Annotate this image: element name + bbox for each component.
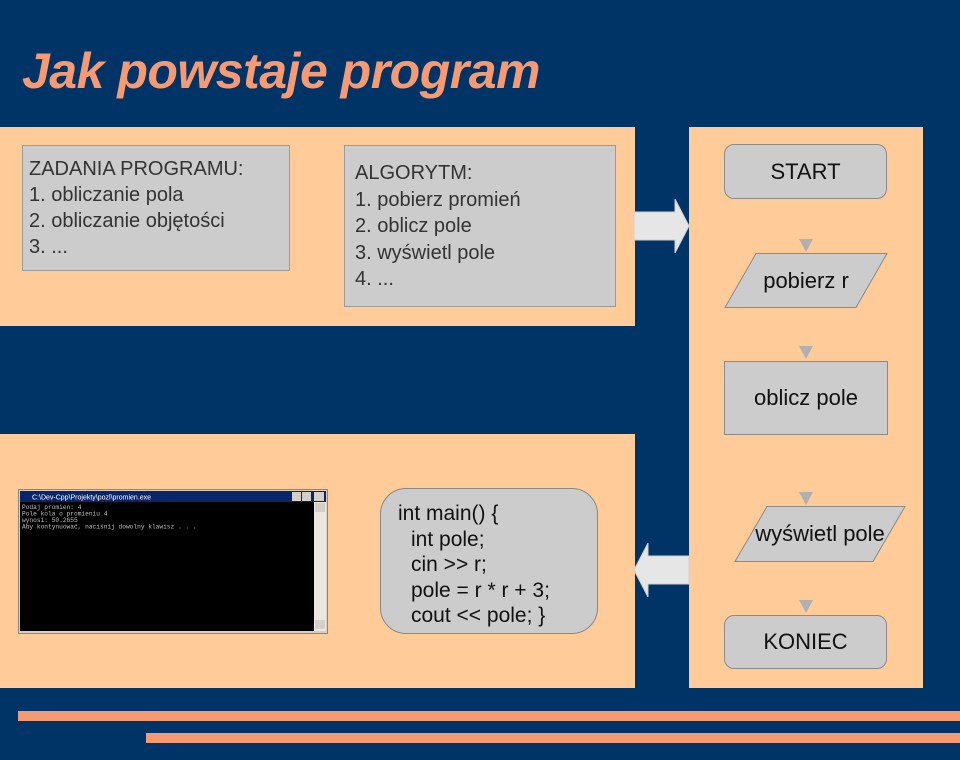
flowchart-input-label: pobierz r <box>763 267 849 293</box>
flowchart-start-label: START <box>770 158 841 184</box>
algorithm-item: 4. ... <box>355 268 394 290</box>
tasks-heading: ZADANIA PROGRAMU: <box>29 158 244 180</box>
arrow-right-icon <box>634 199 690 253</box>
flowchart-end-label: KONIEC <box>763 629 848 654</box>
code-line: cout << pole; } <box>411 604 546 627</box>
flowchart-end: KONIEC <box>724 615 887 669</box>
algorithm-item: 2. oblicz pole <box>355 215 472 237</box>
slide-title: Jak powstaje program <box>22 43 540 99</box>
arrow-down-icon <box>799 600 813 613</box>
arrow-left-icon <box>634 543 690 597</box>
arrow-down-icon <box>799 492 813 505</box>
code-line: int pole; <box>411 527 485 551</box>
decor-bar <box>146 733 960 743</box>
console-line: Pole kola o promieniu 4 <box>22 511 108 518</box>
console-window: C:\Dev-Cpp\Projekty\pozl\promien.exe Pod… <box>18 489 328 634</box>
console-title: C:\Dev-Cpp\Projekty\pozl\promien.exe <box>32 495 151 502</box>
algorithm-heading: ALGORYTM: <box>355 162 473 184</box>
algorithm-item: 3. wyświetl pole <box>355 241 496 264</box>
console-line: Aby kontynuować, naciśnij dowolny klawis… <box>22 524 197 531</box>
tasks-box: ZADANIA PROGRAMU: 1. obliczanie pola 2. … <box>22 145 290 271</box>
arrow-down-icon <box>799 239 813 252</box>
algorithm-item: 1. pobierz promień <box>355 188 521 211</box>
flowchart-process-label: oblicz pole <box>754 385 858 410</box>
console-line: wynosi: 50.2655 <box>22 517 78 524</box>
flowchart-output: wyświetl pole <box>734 506 906 562</box>
code-line: int main() { <box>398 502 499 525</box>
tasks-item: 3. ... <box>29 236 68 258</box>
flowchart-start: START <box>724 144 887 199</box>
tasks-item: 2. obliczanie objętości <box>29 210 225 232</box>
code-box: int main() { int pole; cin >> r; pole = … <box>380 488 598 634</box>
tasks-item: 1. obliczanie pola <box>29 184 184 206</box>
flowchart-process: oblicz pole <box>724 361 888 435</box>
flowchart-output-label: wyświetl pole <box>755 521 885 546</box>
code-line: pole = r * r + 3; <box>411 578 550 602</box>
code-line: cin >> r; <box>411 553 487 576</box>
flowchart-input: pobierz r <box>724 253 888 308</box>
algorithm-box: ALGORYTM: 1. pobierz promień 2. oblicz p… <box>344 145 616 307</box>
console-line: Podaj promien: 4 <box>22 504 82 511</box>
decor-bar <box>18 711 960 721</box>
arrow-down-icon <box>799 346 813 359</box>
